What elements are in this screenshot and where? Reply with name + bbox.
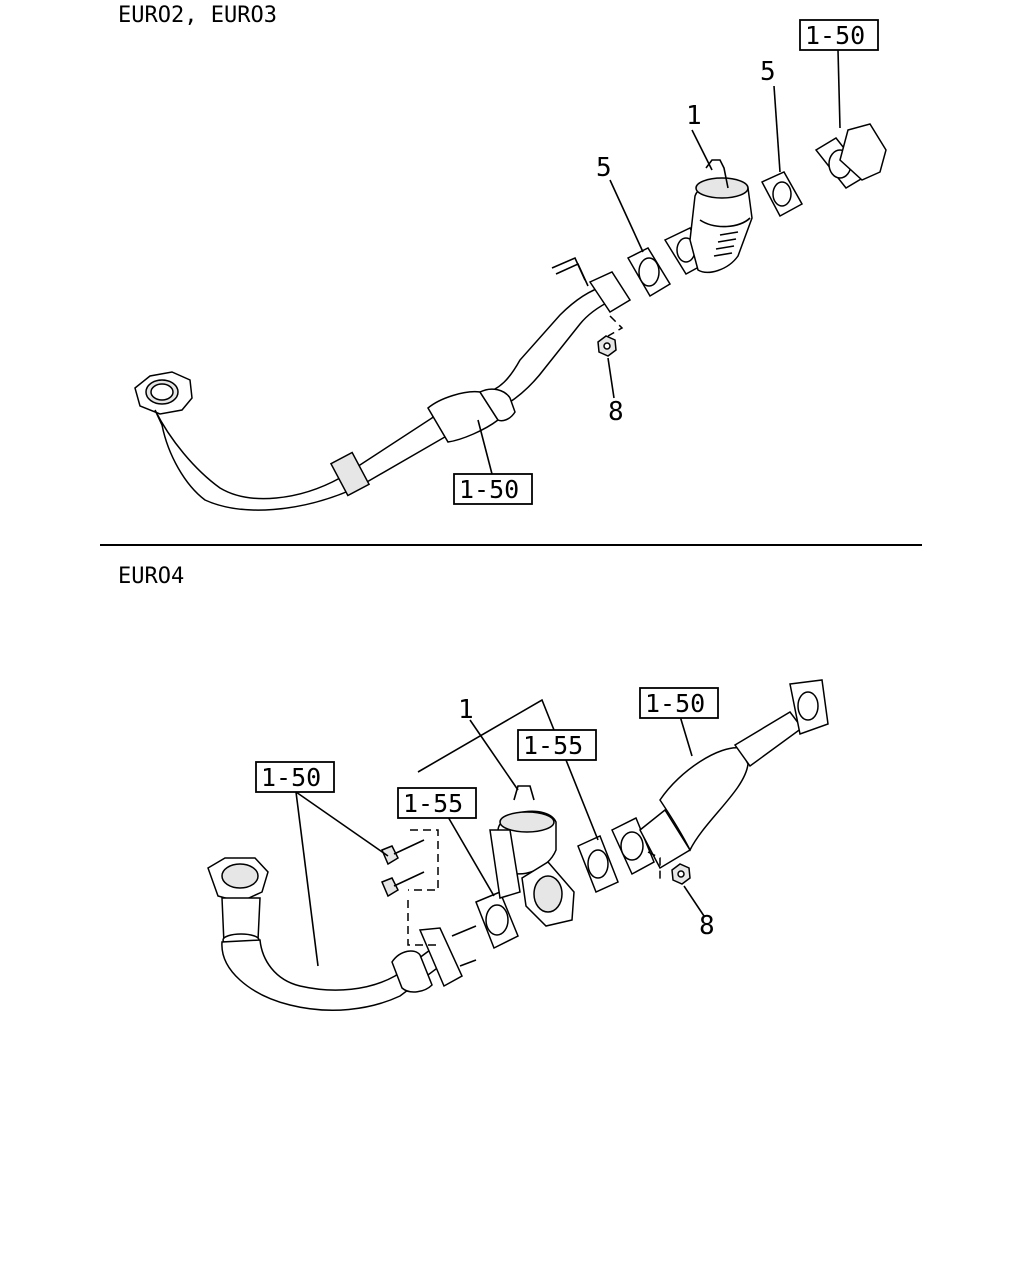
section-title-euro4: EURO4 bbox=[118, 564, 184, 589]
bolts-bottom bbox=[381, 829, 439, 898]
ref-label-55-upper-bottom: 1-55 bbox=[523, 731, 583, 760]
ref-box-55-lower-bottom bbox=[397, 787, 477, 819]
gasket-5-lower-top bbox=[626, 247, 672, 298]
ref-label-left-bottom: 1-50 bbox=[261, 763, 321, 792]
front-exhaust-pipe-top bbox=[134, 256, 632, 511]
ref-box-right-bottom bbox=[639, 687, 719, 719]
gasket-5-upper-top bbox=[760, 171, 804, 218]
callout-1-bottom: 1 bbox=[458, 695, 474, 725]
callout-8-top: 8 bbox=[608, 397, 624, 427]
nut-8-bottom bbox=[671, 863, 691, 885]
gasket-lower-bottom bbox=[475, 891, 519, 950]
ref-box-55-upper-bottom bbox=[517, 729, 597, 761]
ref-label-right-bottom: 1-50 bbox=[645, 689, 705, 718]
callout-5-upper-top: 5 bbox=[760, 57, 776, 87]
catalytic-converter-bottom bbox=[489, 785, 575, 927]
catalytic-converter-top bbox=[663, 159, 753, 275]
ref-label-55-lower-bottom: 1-55 bbox=[403, 789, 463, 818]
callout-8-bottom: 8 bbox=[699, 911, 715, 941]
ref-box-left-bottom bbox=[255, 761, 335, 793]
callout-5-lower-top: 5 bbox=[596, 153, 612, 183]
gasket-upper-bottom bbox=[577, 834, 619, 894]
front-exhaust-pipe-bottom bbox=[207, 857, 477, 1011]
ref-box-upper-top bbox=[799, 19, 879, 51]
nut-8-top bbox=[597, 335, 617, 357]
callout-1-top: 1 bbox=[686, 101, 702, 131]
section-title-euro2-euro3: EURO2, EURO3 bbox=[118, 3, 277, 28]
rear-pipe-flange-top bbox=[814, 123, 887, 189]
ref-label-upper-top: 1-50 bbox=[805, 21, 865, 50]
ref-box-lower-top bbox=[453, 473, 533, 505]
rear-pipe-bottom bbox=[611, 679, 829, 882]
ref-label-lower-top: 1-50 bbox=[459, 475, 519, 504]
